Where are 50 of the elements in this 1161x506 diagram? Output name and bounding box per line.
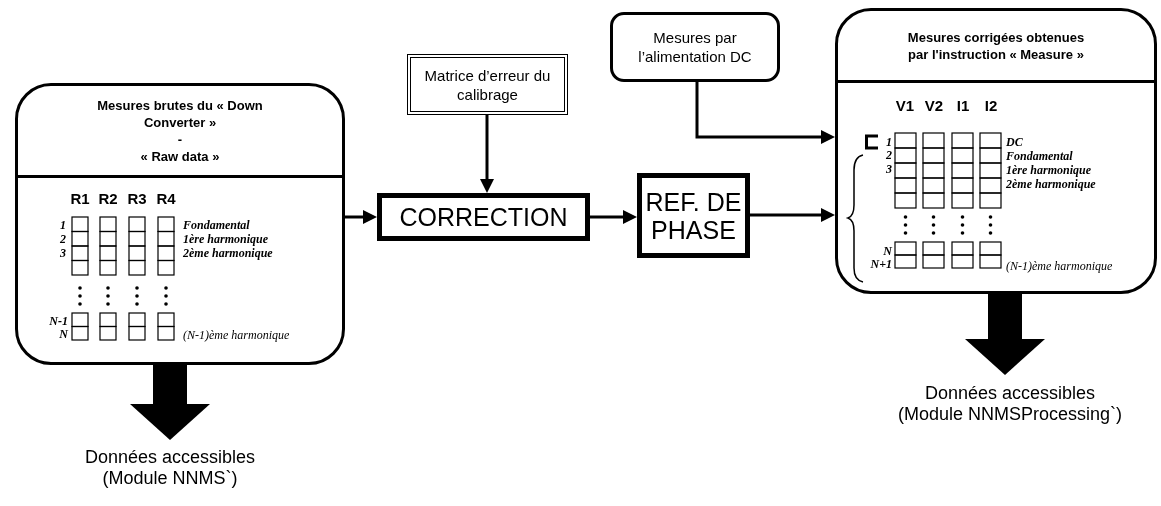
box-label: CORRECTION: [399, 203, 568, 231]
process-box: [637, 173, 750, 258]
panel-heading: « Raw data »: [139, 147, 221, 165]
measurement-panel: [835, 8, 1157, 294]
harmonic-label: 1ère harmonique: [183, 233, 268, 245]
harmonic-label: (N-1)ème harmonique: [183, 329, 290, 341]
column-header: V1: [895, 97, 915, 113]
arrow: [695, 82, 835, 144]
arrow: [750, 208, 835, 222]
column-header: R4: [156, 190, 176, 206]
matrix-box: [407, 54, 568, 115]
arrow: [480, 115, 494, 193]
harmonic-label: 2ème harmonique: [183, 247, 273, 259]
panel-heading: -: [176, 130, 184, 148]
row-number: 2: [886, 149, 892, 161]
measurement-panel: [15, 83, 345, 365]
panel-heading: Mesures brutes du « Down Converter »: [96, 96, 264, 131]
output-label: Données accessibles (Module NNMS`): [83, 446, 257, 489]
row-number: 1: [886, 136, 892, 148]
block-arrow: [130, 365, 210, 440]
harmonic-label: 2ème harmonique: [1006, 178, 1096, 190]
column-header: R2: [98, 190, 118, 206]
harmonic-label: (N-1)ème harmonique: [1006, 260, 1113, 272]
row-number: 1: [60, 219, 66, 231]
row-number: 3: [886, 163, 892, 175]
panel-heading: Mesures corrigées obtenues par l'instruction « Measure »: [906, 28, 1086, 63]
arrow: [345, 210, 377, 224]
column-header: R1: [70, 190, 90, 206]
column-header: I1: [956, 97, 970, 113]
harmonic-label: 1ère harmonique: [1006, 164, 1091, 176]
row-number: 2: [60, 233, 66, 245]
column-header: R3: [127, 190, 147, 206]
input-box: [610, 12, 780, 82]
process-box: [377, 193, 590, 241]
row-number: 3: [60, 247, 66, 259]
row-number: N-1: [49, 315, 68, 327]
output-label: Données accessibles (Module NNMSProcessing`): [896, 383, 1124, 425]
row-number: N: [59, 328, 68, 340]
block-arrow: [965, 294, 1045, 375]
column-header: I2: [984, 97, 998, 113]
column-header: V2: [924, 97, 944, 113]
harmonic-label: Fondamental: [183, 219, 250, 231]
row-number: N: [883, 245, 892, 257]
box-label: Matrice d’erreur du calibrage: [423, 65, 552, 104]
harmonic-label: Fondamental: [1006, 150, 1073, 162]
row-number: N+1: [870, 258, 892, 270]
box-label: REF. DE PHASE: [644, 187, 743, 244]
box-label: Mesures par l’alimentation DC: [637, 28, 753, 66]
harmonic-label: DC: [1006, 136, 1023, 148]
arrow: [590, 210, 637, 224]
